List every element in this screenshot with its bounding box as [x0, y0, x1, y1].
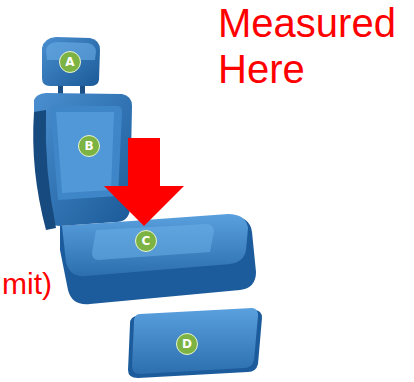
floor-pad [128, 308, 262, 378]
headrest [42, 37, 100, 98]
backrest [33, 93, 132, 230]
callout-letter: D [182, 338, 192, 350]
callout-circle: A [59, 51, 81, 73]
measured-here-label: Measured Here [218, 0, 408, 92]
seat-cushion [60, 214, 256, 304]
callout-circle: B [78, 135, 100, 157]
partial-note-label: mit) [2, 266, 122, 302]
callout-circle: D [176, 333, 198, 355]
callout-letter: A [65, 56, 74, 68]
callout-circle: C [135, 230, 157, 252]
callout-letter: B [84, 140, 93, 152]
red-arrow [104, 138, 184, 226]
callout-letter: C [142, 235, 151, 247]
